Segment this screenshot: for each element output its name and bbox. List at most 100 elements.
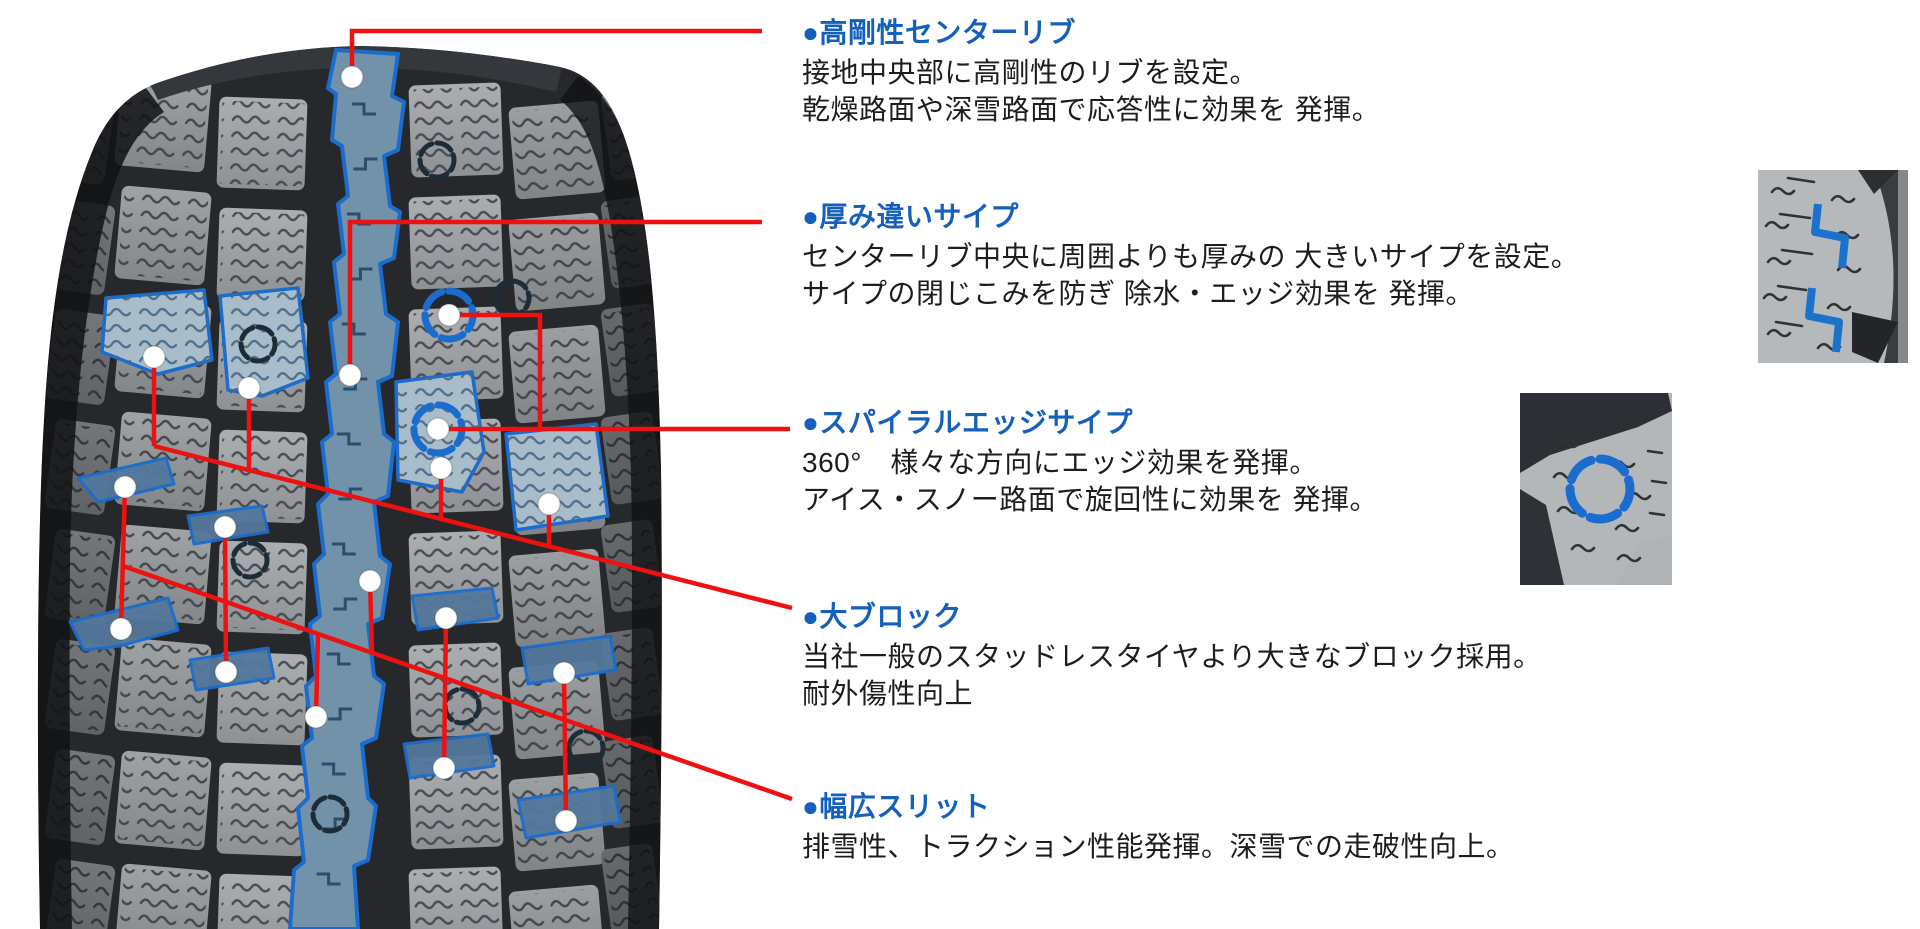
annotation-big-block: ●大ブロック 当社一般のスタッドレスタイヤより大きなブロック採用。 耐外傷性向上	[802, 600, 1912, 712]
rib-sipe	[353, 157, 378, 171]
rib-sipe	[328, 707, 353, 721]
rib-sipe	[348, 267, 373, 281]
highlighted-block-sipes	[220, 288, 308, 396]
feature-marker-dot	[554, 809, 578, 833]
annotation-line: サイプの閉じこみを防ぎ 除水・エッジ効果を 発揮。	[802, 278, 1475, 309]
tire-tread-photo	[37, 28, 793, 929]
spiral-edge-sipe-glyph	[410, 401, 466, 457]
feature-marker-dot	[237, 376, 261, 400]
feature-marker-dot	[358, 569, 382, 593]
feature-marker-dot	[304, 705, 328, 729]
tread-block	[508, 100, 606, 200]
tread-block	[408, 194, 504, 290]
feature-marker-dot	[340, 65, 364, 89]
tread-block	[216, 207, 308, 302]
rib-sipe	[331, 542, 356, 556]
highlighted-wide-slit	[520, 634, 618, 686]
annotation-line: アイス・スノー路面で旋回性に効果を 発揮。	[802, 484, 1379, 515]
rib-sipe	[336, 432, 361, 446]
tread-pinwheel-sipe	[566, 728, 606, 768]
feature-marker-dot	[437, 303, 461, 327]
callout-line	[313, 632, 321, 718]
callout-line	[561, 672, 569, 822]
tread-block	[114, 524, 212, 625]
annotation-center-rib: ●高剛性センターリブ 接地中央部に高剛性のリブを設定。 乾燥路面や深雪路面で応答…	[802, 16, 1912, 128]
blue-pinwheel-spiral-sipe-glyph	[1565, 454, 1635, 524]
tread-block	[114, 750, 212, 851]
tread-block	[408, 82, 504, 178]
rib-sipe	[321, 762, 346, 776]
wavy-sipes	[1762, 176, 1862, 352]
callout-line	[349, 28, 762, 77]
callout-line	[441, 617, 449, 769]
tread-block	[508, 324, 606, 424]
rib-sipe	[326, 652, 351, 666]
annotation-heading: ●幅広スリット	[802, 791, 991, 822]
callout-line	[153, 443, 793, 611]
tread-pinwheel-sipe	[417, 140, 457, 180]
highlighted-block-sipes	[102, 290, 212, 374]
rib-sipe	[352, 102, 376, 116]
tread-block	[114, 863, 212, 929]
tread-pinwheel-sipe	[230, 540, 270, 580]
callout-line	[118, 486, 128, 630]
annotation-line: 360° 様々な方向にエッジ効果を発揮。	[802, 447, 1318, 478]
blue-z-thick-sipe-glyph	[1805, 203, 1849, 353]
feature-marker-dot	[113, 475, 137, 499]
annotation-wide-slit: ●幅広スリット 排雪性、トラクション性能発揮。深雪での走破性向上。	[802, 790, 1912, 865]
highlighted-block-sipes	[506, 424, 608, 530]
feature-marker-dot	[434, 606, 458, 630]
feature-marker-dot	[213, 515, 237, 539]
tread-block	[216, 540, 308, 635]
tread-block	[216, 762, 308, 857]
feature-marker-dot	[429, 456, 453, 480]
rib-sipe	[316, 872, 341, 886]
feature-marker-dot	[214, 660, 238, 684]
feature-marker-dot	[426, 417, 450, 441]
tread-block	[408, 866, 504, 929]
highlighted-wide-slit	[410, 586, 500, 632]
tread-pinwheel-sipe	[238, 324, 278, 364]
tread-pinwheel-sipe	[492, 278, 532, 318]
callout-line	[222, 526, 229, 673]
callout-line	[367, 580, 375, 653]
annotation-line: センターリブ中央に周囲よりも厚みの 大きいサイプを設定。	[802, 241, 1580, 272]
annotation-heading: ●高剛性センターリブ	[802, 17, 1076, 48]
tread-block	[216, 429, 308, 524]
tread-block	[114, 185, 212, 286]
annotation-line: 耐外傷性向上	[802, 678, 974, 709]
annotation-spiral-edge-sipe: ●スパイラルエッジサイプ 360° 様々な方向にエッジ効果を発揮。 アイス・スノ…	[802, 406, 1912, 518]
tread-block	[216, 873, 308, 929]
spiral-edge-sipe-glyph	[421, 287, 477, 343]
annotation-thick-sipe: ●厚み違いサイプ センターリブ中央に周囲よりも厚みの 大きいサイプを設定。 サイ…	[802, 200, 1912, 312]
highlighted-wide-slit	[402, 732, 496, 780]
annotation-heading: ●大ブロック	[802, 601, 962, 632]
callout-line	[122, 563, 793, 802]
callout-line	[347, 219, 762, 375]
annotation-heading: ●厚み違いサイプ	[802, 201, 1019, 232]
tread-block	[408, 754, 504, 850]
sidewall-shading	[37, 46, 662, 929]
blue-pinwheel	[1565, 454, 1635, 524]
rib-sipe	[333, 597, 358, 611]
feature-marker-dot	[537, 492, 561, 516]
inset-thick-sipe-photo	[1758, 170, 1908, 363]
tread-block	[508, 660, 606, 760]
annotation-line: 接地中央部に高剛性のリブを設定。	[802, 57, 1259, 88]
feature-marker-dot	[432, 756, 456, 780]
annotation-line: 乾燥路面や深雪路面で応答性に効果を 発揮。	[802, 94, 1381, 125]
annotation-heading: ●スパイラルエッジサイプ	[802, 407, 1133, 438]
inset-spiral-sipe-photo	[1520, 393, 1672, 585]
tread-block	[508, 212, 606, 312]
tread-block	[114, 637, 212, 738]
feature-marker-dot	[109, 617, 133, 641]
tread-pinwheel-sipe	[310, 794, 350, 834]
annotation-line: 当社一般のスタッドレスタイヤより大きなブロック採用。	[802, 641, 1542, 672]
feature-marker-dot	[142, 345, 166, 369]
feature-marker-dot	[338, 363, 362, 387]
callout-line	[449, 312, 543, 429]
tread-block	[508, 884, 606, 929]
tread-block	[216, 96, 308, 191]
feature-marker-dot	[552, 661, 576, 685]
